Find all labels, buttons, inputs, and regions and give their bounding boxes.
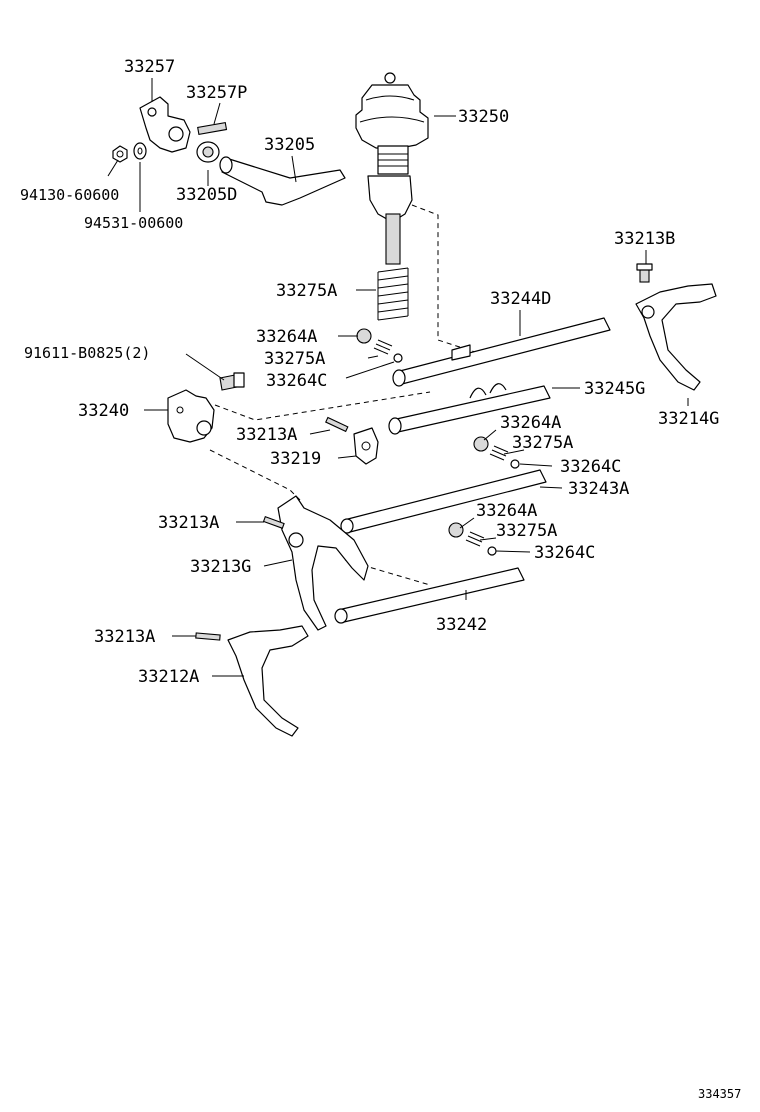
label-33264A-1: 33264A xyxy=(256,327,317,347)
shaft-33243A xyxy=(340,469,547,534)
label-33275A-top: 33275A xyxy=(276,281,337,301)
part-labels: 33257 33257P 33250 33205 94130-60600 332… xyxy=(20,57,719,687)
label-33264A-3: 33264A xyxy=(476,501,537,521)
detent-set-2 xyxy=(473,436,520,469)
washer-94531 xyxy=(133,142,147,160)
label-33275A-1: 33275A xyxy=(264,349,325,369)
label-33219: 33219 xyxy=(270,449,321,469)
detent-set-1 xyxy=(356,328,403,363)
nut-94130 xyxy=(112,145,128,163)
label-33213B: 33213B xyxy=(614,229,675,249)
label-33205D: 33205D xyxy=(176,185,237,205)
shaft-33245G xyxy=(388,383,551,435)
fork-33212A xyxy=(195,625,309,737)
bracket-33257 xyxy=(139,96,191,153)
label-33264A-2: 33264A xyxy=(500,413,561,433)
label-33264C-3: 33264C xyxy=(534,543,595,563)
washer-33205D xyxy=(196,141,220,163)
label-33213A-1: 33213A xyxy=(236,425,297,445)
label-33212A: 33212A xyxy=(138,667,199,687)
label-33257P: 33257P xyxy=(186,83,247,103)
bracket-33240 xyxy=(167,389,215,443)
label-33242: 33242 xyxy=(436,615,487,635)
shaft-33242 xyxy=(334,567,525,624)
label-33213A-2: 33213A xyxy=(158,513,219,533)
bolt-33257P xyxy=(197,121,228,136)
head-33219 xyxy=(353,427,379,465)
label-33205: 33205 xyxy=(264,135,315,155)
label-91611-B0825: 91611-B0825(2) xyxy=(24,344,150,362)
label-33213A-3: 33213A xyxy=(94,627,155,647)
shift-housing-33250 xyxy=(355,72,429,265)
label-33243A: 33243A xyxy=(568,479,629,499)
label-33275A-2: 33275A xyxy=(512,433,573,453)
pin-33213A-1 xyxy=(325,416,349,433)
alignment-lines xyxy=(209,204,476,586)
leader-lines xyxy=(107,78,689,677)
bolt-91611 xyxy=(219,372,245,391)
label-33214G: 33214G xyxy=(658,409,719,429)
shaft-33244D xyxy=(392,317,611,387)
label-94531-00600: 94531-00600 xyxy=(84,214,183,232)
label-33213G: 33213G xyxy=(190,557,251,577)
diagram-number: 334357 xyxy=(698,1087,741,1101)
label-33275A-3: 33275A xyxy=(496,521,557,541)
label-33264C-1: 33264C xyxy=(266,371,327,391)
label-33264C-2: 33264C xyxy=(560,457,621,477)
label-33250: 33250 xyxy=(458,107,509,127)
label-33240: 33240 xyxy=(78,401,129,421)
label-94130-60600: 94130-60600 xyxy=(20,186,119,204)
lever-33205 xyxy=(219,156,346,206)
fork-33213G xyxy=(262,495,369,631)
label-33257: 33257 xyxy=(124,57,175,77)
fork-33214G xyxy=(635,283,717,391)
label-33244D: 33244D xyxy=(490,289,551,309)
label-33245G: 33245G xyxy=(584,379,645,399)
detent-set-3 xyxy=(448,522,497,556)
bolt-33213B xyxy=(636,263,653,283)
spring-33275A-top xyxy=(377,267,409,321)
